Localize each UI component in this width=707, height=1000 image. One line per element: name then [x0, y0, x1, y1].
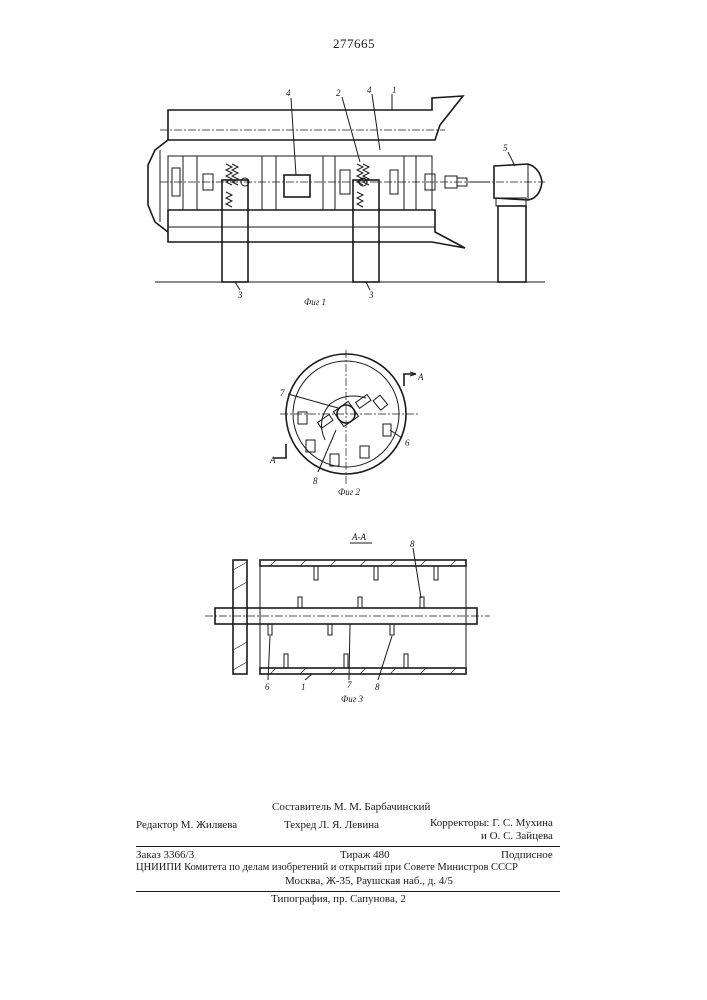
fig1-label: 4	[286, 88, 291, 98]
address-line: Москва, Ж-35, Раушская наб., д. 4/5	[285, 875, 453, 887]
correctors-line: Корректоры: Г. С. Мухина	[430, 817, 553, 829]
fig3-label: 6	[265, 682, 270, 692]
circulation-line: Тираж 480	[340, 849, 390, 861]
fig3-label: 7	[347, 680, 352, 690]
fig3-section-title: А-А	[351, 532, 366, 542]
techred-line: Техред Л. Я. Левина	[284, 819, 379, 831]
fig1-label: 2	[336, 88, 341, 98]
fig2-label: 7	[280, 388, 285, 398]
figure-3: А-А	[205, 532, 490, 704]
fig3-caption: Фиг 3	[341, 694, 363, 704]
figure-1: 4 2 4 1 5 3 3 Фиг 1	[148, 85, 545, 307]
fig2-label: 6	[405, 438, 410, 448]
correctors-line-2: и О. С. Зайцева	[481, 830, 553, 842]
fig1-label: 4	[367, 85, 372, 95]
printer-line: Типография, пр. Сапунова, 2	[271, 893, 406, 905]
order-line: Заказ 3366/3	[136, 849, 194, 861]
divider	[136, 891, 560, 892]
fig1-label: 3	[237, 290, 243, 300]
fig2-label: 8	[313, 476, 318, 486]
figure-2: 7 6 8 А А Фиг 2	[269, 350, 424, 497]
section-mark: А	[269, 455, 276, 465]
divider	[136, 846, 560, 847]
fig2-caption: Фиг 2	[338, 487, 360, 497]
section-mark: А	[417, 372, 424, 382]
subscription-line: Подписное	[501, 849, 553, 861]
editor-line: Редактор М. Жиляева	[136, 819, 237, 831]
fig3-label: 1	[301, 682, 306, 692]
institute-line: ЦНИИПИ Комитета по делам изобретений и о…	[136, 862, 518, 873]
composer-line: Составитель М. М. Барбачинский	[272, 801, 430, 813]
hatching	[270, 560, 456, 674]
fig1-label: 5	[503, 143, 508, 153]
fig3-label: 8	[410, 539, 415, 549]
fig1-label: 1	[392, 85, 397, 95]
fig1-label: 3	[368, 290, 374, 300]
fig3-label: 8	[375, 682, 380, 692]
fig1-caption: Фиг 1	[304, 297, 326, 307]
